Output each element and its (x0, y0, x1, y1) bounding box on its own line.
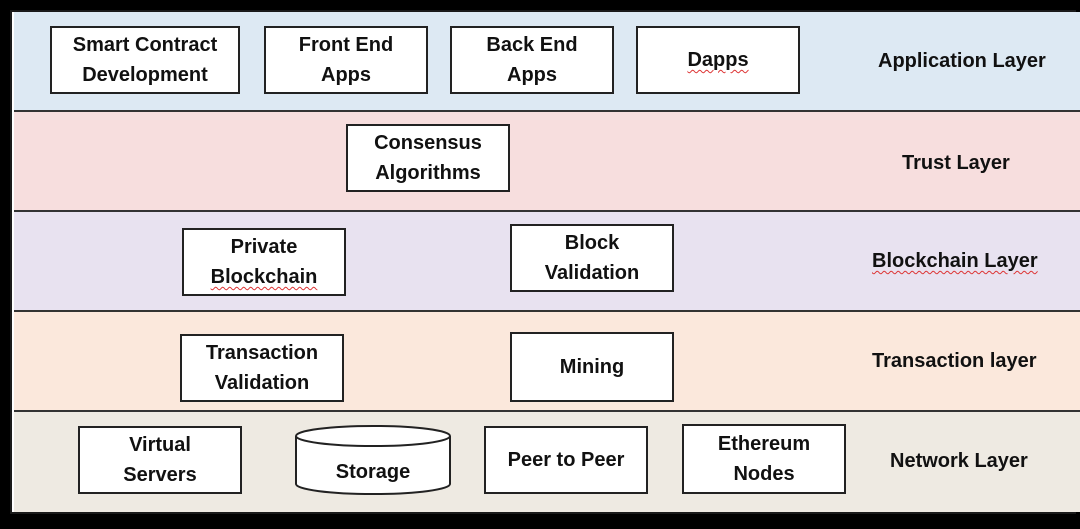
box-line: Ethereum (717, 433, 811, 455)
box-line: Dapps (687, 49, 749, 71)
application-layer-label: Application Layer (878, 50, 1046, 72)
trust-layer-label: Trust Layer (902, 152, 1010, 174)
blockchain-layer-label: Blockchain Layer (872, 250, 1038, 273)
dapps-box: Dapps (636, 26, 800, 94)
box-line: Consensus (374, 132, 482, 154)
mining-box: Mining (510, 332, 674, 402)
network-layer-label: Network Layer (890, 450, 1028, 472)
transaction-layer-label: Transaction layer (872, 350, 1037, 372)
box-line: Back End (486, 34, 578, 56)
box-line: Transaction (205, 342, 319, 364)
box-line: Block (564, 232, 620, 254)
box-line: Nodes (733, 463, 795, 485)
box-line: Front End (298, 34, 394, 56)
box-line: Smart Contract (72, 34, 218, 56)
box-line: Validation (214, 372, 310, 394)
peer-to-peer-box: Peer to Peer (484, 426, 648, 494)
blockchain-layer-label-text: Blockchain Layer (872, 250, 1038, 272)
box-line: Private (230, 236, 298, 258)
cylinder-shape (295, 425, 451, 495)
box-line: Servers (123, 464, 197, 486)
box-line: Validation (544, 262, 640, 284)
box-line: Development (82, 64, 208, 86)
box-line: Mining (559, 356, 625, 378)
storage-label: Storage (335, 460, 411, 483)
box-line: Peer to Peer (507, 449, 625, 471)
box-line: Algorithms (375, 162, 481, 184)
storage-cylinder: Storage (294, 424, 452, 496)
box-line: Apps (321, 64, 371, 86)
box-line: Apps (507, 64, 557, 86)
box-line: Blockchain (210, 266, 318, 288)
box-line: Virtual (129, 434, 191, 456)
